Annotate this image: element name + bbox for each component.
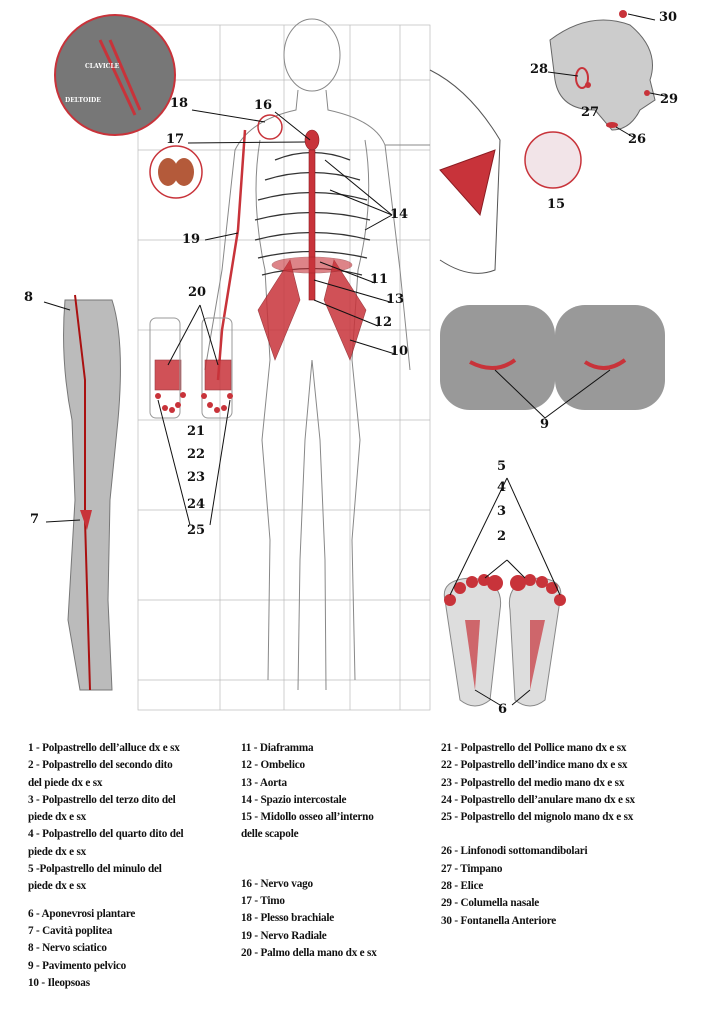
legend-item: 9 - Pavimento pelvico [28,959,127,972]
legend-item: 15 - Midollo osseo all’interno [241,811,374,824]
callout-22: 22 [187,447,206,462]
legend-item: 17 - Timo [241,895,285,908]
hands [149,317,233,419]
callout-18: 18 [170,96,189,111]
shoulder-inset [54,14,176,136]
legend-item: 19 - Nervo Radiale [241,929,327,942]
legend-item: 21 - Polpastrello del Pollice mano dx e … [441,742,627,754]
brachial-plexus-marker [257,114,283,140]
pelvic-sections [440,305,665,410]
callout-13: 13 [386,292,405,307]
back-skeleton [429,69,501,274]
head-profile [549,10,656,131]
legend-item: 4 - Polpastrello del quarto dito del [28,828,184,841]
callout-2: 2 [497,529,507,544]
callout-29: 29 [660,92,679,107]
inset-label-deltoid: DELTOIDE [65,97,101,104]
callout-7: 7 [30,512,40,527]
callout-10: 10 [390,344,409,359]
legend-item: 28 - Elice [441,880,484,893]
proportion-grid [137,24,431,711]
legend-item: 3 - Polpastrello del terzo dito del [28,793,176,806]
fingertips [155,392,233,413]
callout-8: 8 [24,290,34,305]
legend-item: 29 - Columella nasale [441,897,540,910]
callout-30: 30 [659,10,678,25]
legend-item: piede dx e sx [28,811,87,824]
legend-item: 25 - Polpastrello del mignolo mano dx e … [441,811,634,824]
legend-column-3: 21 - Polpastrello del Pollice mano dx e … [441,740,635,930]
callout-14: 14 [390,207,409,222]
callout-9: 9 [540,417,550,432]
legend-item: 18 - Plesso brachiale [241,912,335,925]
legend-item: 13 - Aorta [241,776,287,789]
callout-15: 15 [547,197,566,212]
feet-soles [443,574,566,707]
legend-item: 10 - Ileopsoas [28,976,90,989]
legend-item: 12 - Ombelico [241,759,305,772]
legend-item: 7 - Cavità poplitea [28,924,113,937]
callout-26: 26 [628,132,647,147]
legend-item: piede dx e sx [28,845,87,858]
callout-5: 5 [497,459,507,474]
legend-item: 1 - Polpastrello dell’alluce dx e sx [28,742,180,754]
bone-marrow-inset [524,131,582,189]
legend-item: 14 - Spazio intercostale [241,793,347,806]
legend-item: 26 - Linfonodi sottomandibolari [441,845,588,858]
leader-lines [43,13,666,706]
callout-23: 23 [187,470,206,485]
callout-19: 19 [182,232,201,247]
callout-16: 16 [254,98,273,113]
inset-label-clavicle: CLAVICLE [85,63,120,70]
callout-24: 24 [187,497,206,512]
legend-item: 22 - Polpastrello dell’indice mano dx e … [441,759,628,772]
legend-item: 30 - Fontanella Anteriore [441,914,557,927]
leg-posterior [63,294,121,691]
callout-27: 27 [581,105,600,120]
skeleton-figure [204,18,430,691]
callout-17: 17 [166,132,185,147]
callout-12: 12 [374,315,393,330]
legend-item: 16 - Nervo vago [241,877,313,890]
legend-item: del piede dx e sx [28,776,103,789]
callout-6: 6 [498,702,508,717]
callout-28: 28 [530,62,549,77]
legend-item: 20 - Palmo della mano dx e sx [241,946,377,959]
callout-25: 25 [187,523,206,538]
thymus-inset [149,145,203,199]
callout-11: 11 [370,272,389,287]
legend-item: delle scapole [241,828,299,841]
callout-20: 20 [188,285,207,300]
legend-item: 5 -Polpastrello del minulo del [28,863,162,876]
legend-item: 8 - Nervo sciatico [28,942,107,955]
legend-item: 24 - Polpastrello dell’anulare mano dx e… [441,793,635,806]
legend-item: 27 - Timpano [441,862,503,875]
legend-item: 2 - Polpastrello del secondo dito [28,759,173,772]
legend-item: 11 - Diaframma [241,742,314,754]
legend-column-2: 11 - Diaframma 12 - Ombelico 13 - Aorta … [241,740,377,962]
legend-column-1: 1 - Polpastrello dell’alluce dx e sx 2 -… [28,740,184,992]
legend-item: 23 - Polpastrello del medio mano dx e sx [441,776,625,789]
callout-3: 3 [497,504,507,519]
callout-4: 4 [497,480,507,495]
callout-21: 21 [187,424,206,439]
legend-item: piede dx e sx [28,880,87,893]
legend-item: 6 - Aponevrosi plantare [28,907,136,920]
